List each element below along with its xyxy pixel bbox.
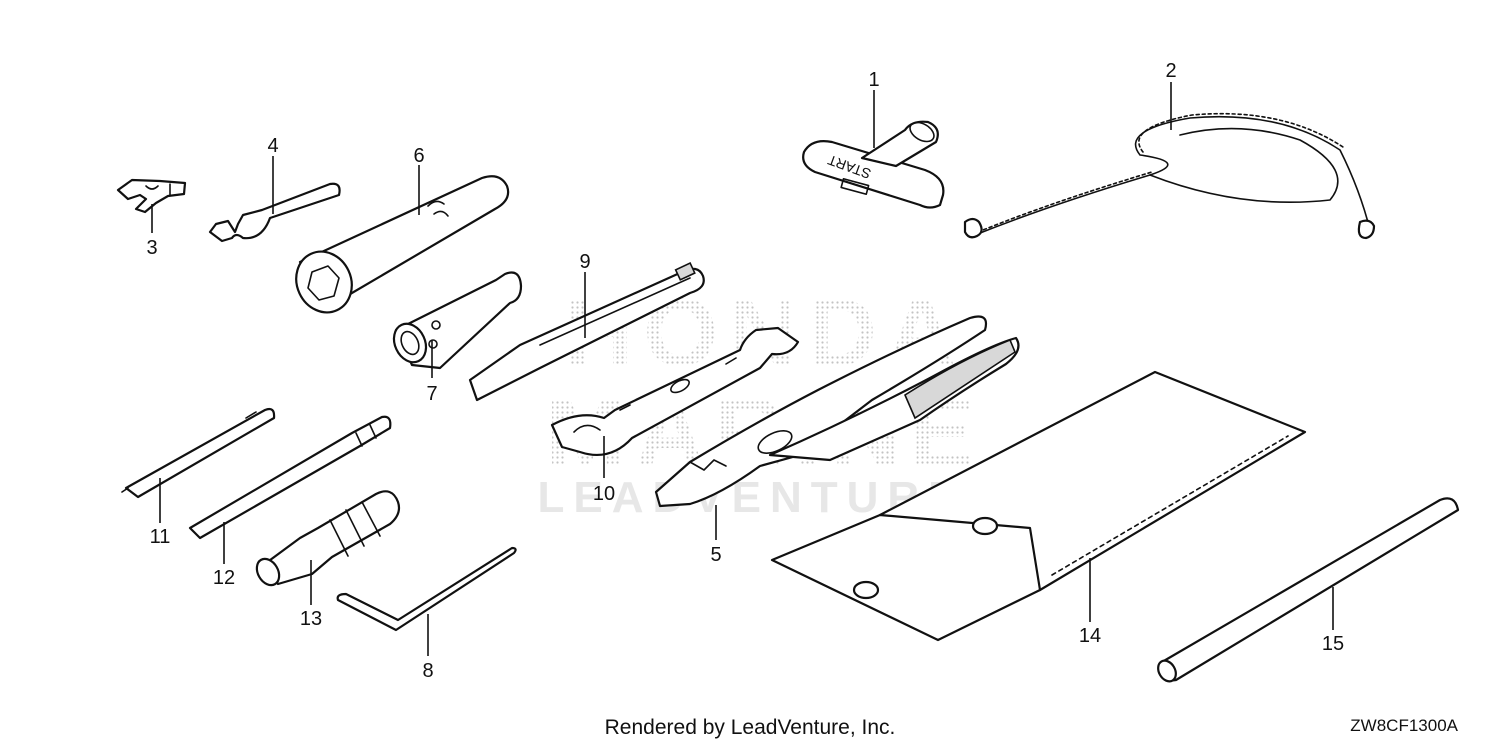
callout-8[interactable]: 8 (422, 660, 433, 682)
callout-15[interactable]: 15 (1322, 633, 1344, 655)
callout-7[interactable]: 7 (426, 383, 437, 405)
part-2-starter-rope (963, 112, 1376, 240)
part-6-box-spanner (295, 175, 510, 314)
callout-3[interactable]: 3 (146, 237, 157, 259)
callout-9[interactable]: 9 (579, 251, 590, 273)
part-3-clip (116, 178, 187, 214)
part-11-screwdriver-shaft (121, 407, 276, 499)
part-15-rod (1157, 497, 1460, 683)
part-7-socket-tube (392, 271, 523, 370)
part-9-screwdriver-blade (468, 262, 705, 402)
callout-5[interactable]: 5 (710, 544, 721, 566)
part-8-hex-key (336, 546, 517, 632)
part-13-handle-driver (255, 490, 401, 587)
callout-14[interactable]: 14 (1079, 625, 1101, 647)
part-4-wrench (208, 182, 341, 243)
callout-labels: 1 2 3 4 5 6 7 8 9 10 11 12 13 14 15 (146, 60, 1344, 682)
callout-13[interactable]: 13 (300, 608, 322, 630)
callout-6[interactable]: 6 (413, 145, 424, 167)
callout-12[interactable]: 12 (213, 567, 235, 589)
leader-lines (151, 82, 1334, 656)
render-credit: Rendered by LeadVenture, Inc. (604, 716, 896, 739)
diagram-code: ZW8CF1300A (1350, 716, 1458, 735)
part-5-pliers (654, 315, 1020, 508)
part-14-tool-bag (770, 370, 1307, 642)
callout-10[interactable]: 10 (593, 483, 615, 505)
callout-11[interactable]: 11 (150, 526, 171, 548)
part-1-starter-handle: START (802, 120, 945, 209)
callout-4[interactable]: 4 (267, 135, 278, 157)
callout-2[interactable]: 2 (1165, 60, 1176, 82)
part-12-screwdriver (188, 415, 392, 540)
part-10-double-wrench (550, 326, 800, 456)
callout-1[interactable]: 1 (868, 69, 879, 91)
